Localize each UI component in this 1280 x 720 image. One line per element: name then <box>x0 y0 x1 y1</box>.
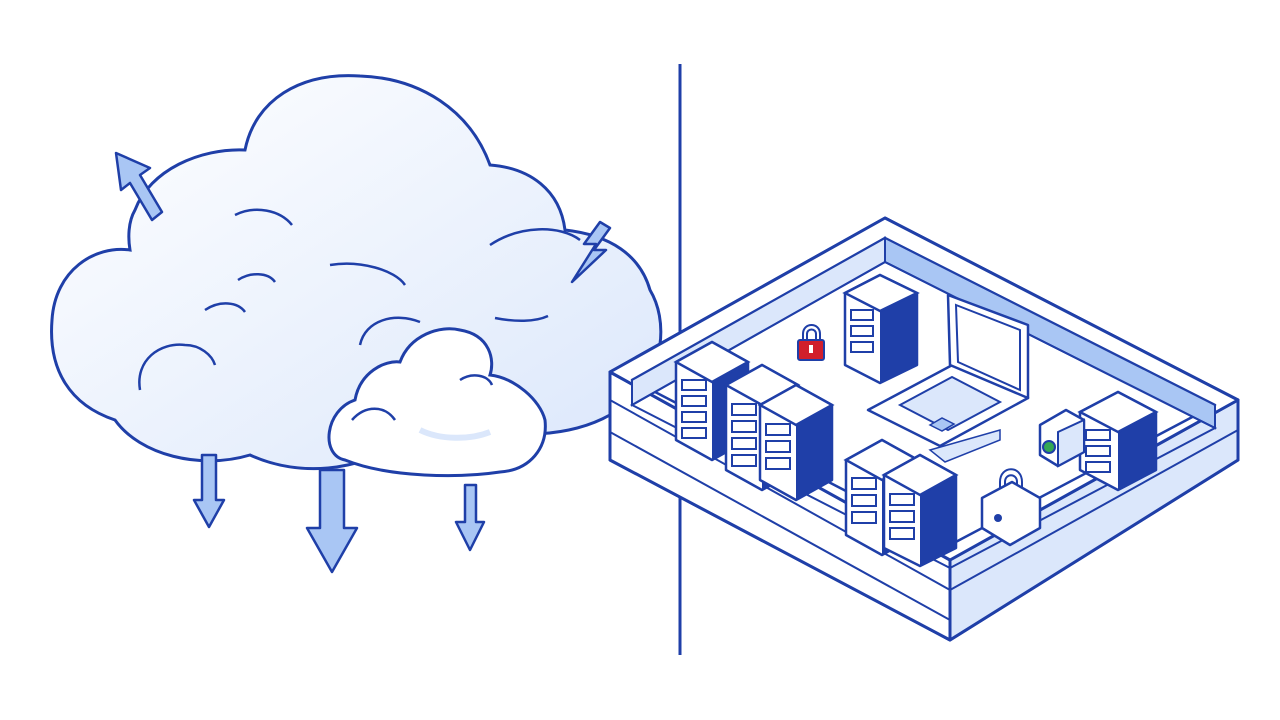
server-rack-icon <box>842 273 920 385</box>
arrow-down-icon <box>192 453 226 529</box>
safe-icon <box>1038 408 1086 468</box>
arrow-down-icon <box>305 468 359 574</box>
server-rack-icon <box>673 340 751 462</box>
arrow-up-icon <box>114 151 164 222</box>
small-cloud-icon <box>327 327 547 478</box>
server-rack-icon <box>1077 390 1159 492</box>
arrow-down-icon <box>454 483 486 552</box>
laptop-icon <box>866 293 1030 463</box>
padlock-icon <box>797 324 825 361</box>
server-rack-icon <box>757 383 835 502</box>
lightning-icon <box>570 220 612 284</box>
server-rack-icon <box>881 453 959 568</box>
padlock-icon <box>980 468 1042 547</box>
